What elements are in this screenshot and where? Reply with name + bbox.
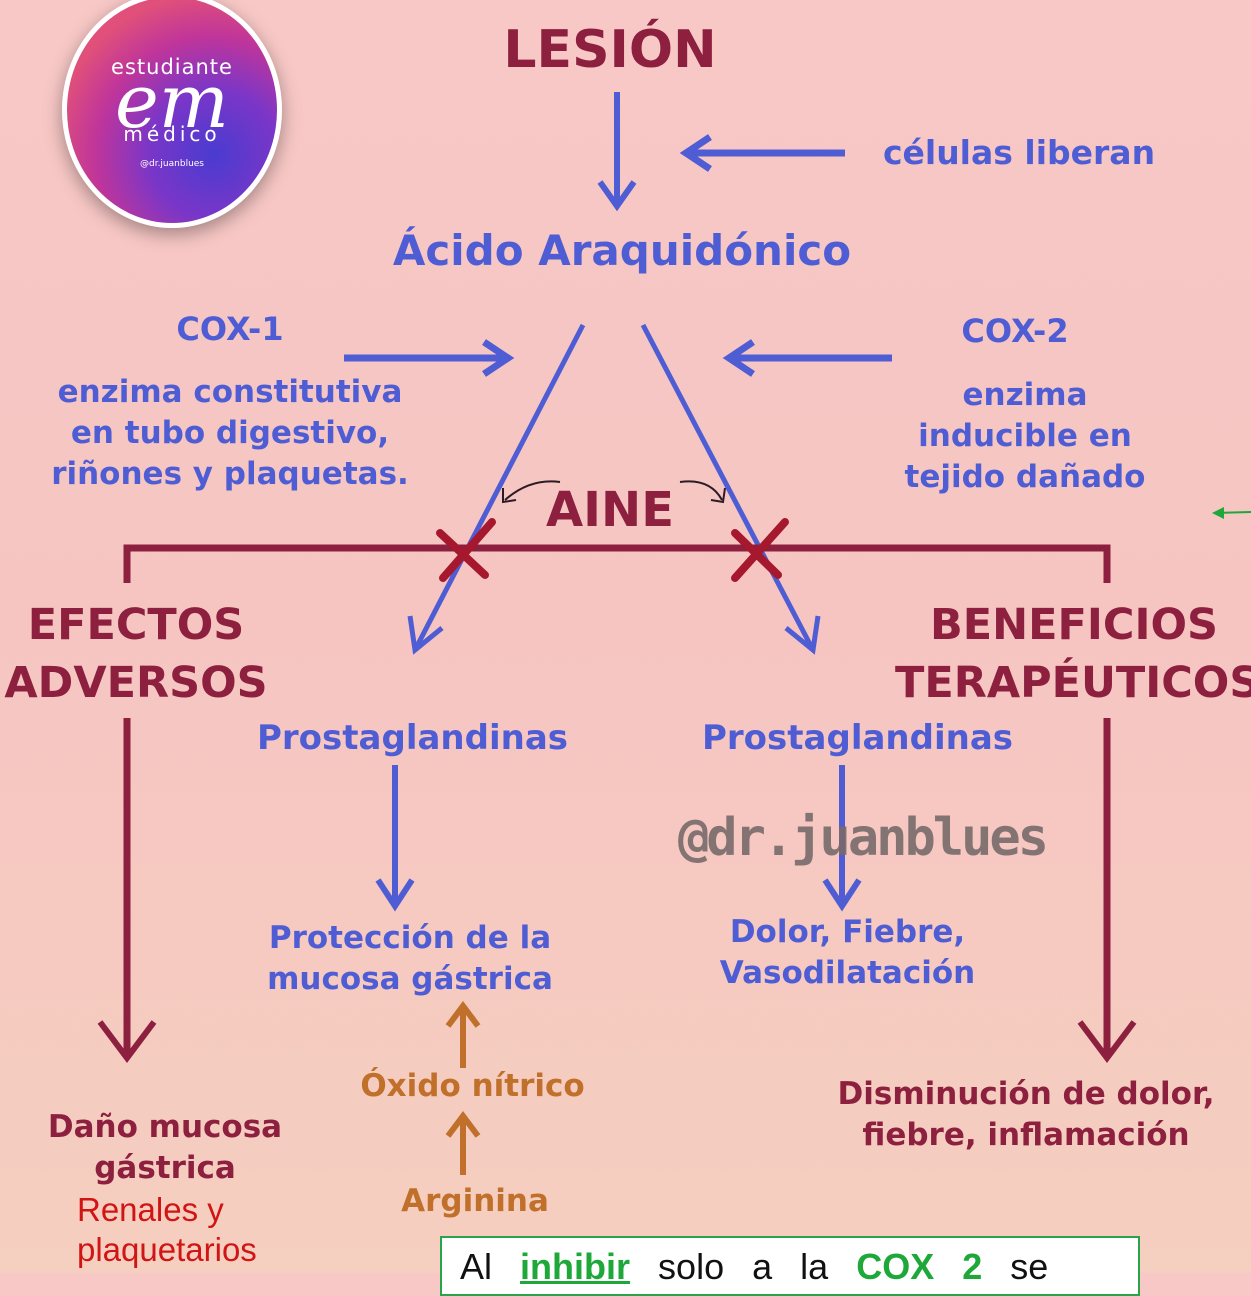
node-proteccion-mucosa: Protección de la mucosa gástrica <box>250 918 570 1000</box>
note-word: la <box>800 1246 829 1287</box>
note-word: a <box>752 1246 773 1287</box>
proteccion-line: Protección de la <box>268 920 552 956</box>
arrow-cox1 <box>344 339 515 377</box>
note-word: solo <box>658 1246 725 1287</box>
x-mark-left <box>436 518 496 582</box>
node-oxido-nitrico: Óxido nítrico <box>360 1068 585 1104</box>
arrow-cox2 <box>722 339 892 377</box>
node-prostaglandinas-left: Prostaglandinas <box>257 718 568 758</box>
efectos-line: EFECTOS <box>27 600 245 650</box>
renales-line: Renales y <box>77 1191 224 1228</box>
cox1-desc-line: enzima constitutiva <box>57 374 403 410</box>
efectos-line: ADVERSOS <box>4 658 268 708</box>
logo-monogram: em <box>115 59 229 145</box>
green-pointer-arrow <box>1212 507 1251 519</box>
arrow-beneficios-down <box>1077 718 1137 1063</box>
watermark-handle: @dr.juanblues <box>678 808 1049 868</box>
node-cox2: COX-2 <box>961 312 1069 350</box>
node-cox1-description: enzima constitutiva en tubo digestivo, r… <box>40 372 420 495</box>
logo-line1: estudiante <box>111 55 233 79</box>
cox2-desc-line: tejido dañado <box>904 459 1146 495</box>
dano-line: Daño mucosa <box>47 1109 283 1145</box>
node-dolor-fiebre: Dolor, Fiebre, Vasodilatación <box>700 912 995 994</box>
cox2-desc-line: inducible en <box>918 418 1132 454</box>
node-prostaglandinas-right: Prostaglandinas <box>702 718 1013 758</box>
dolor-line: Vasodilatación <box>719 955 976 991</box>
inhibition-bracket <box>123 544 1111 583</box>
logo-badge: estudiante em médico @dr.juanblues <box>62 0 282 228</box>
logo-handle: @dr.juanblues <box>139 159 204 169</box>
cox2-desc-line: enzima <box>962 377 1088 413</box>
node-acido-araquidonico: Ácido Araquidónico <box>392 226 852 275</box>
node-cox1: COX-1 <box>176 310 284 348</box>
note-word-highlight: inhibir <box>520 1246 631 1287</box>
node-aine: AINE <box>546 482 674 538</box>
arrow-diagonal-right <box>640 323 821 655</box>
renales-line: plaquetarios <box>77 1231 257 1268</box>
dolor-line: Dolor, Fiebre, <box>729 914 966 950</box>
arrow-efectos-down <box>97 718 157 1063</box>
arrow-lesion-to-acido <box>597 92 637 212</box>
arrow-prosta-left-down <box>375 765 415 912</box>
proteccion-line: mucosa gástrica <box>267 961 553 997</box>
aine-curve-right <box>679 480 726 504</box>
x-mark-right <box>731 518 789 582</box>
node-lesion: LESIÓN <box>503 20 717 80</box>
arrow-celulas-liberan <box>679 134 845 172</box>
beneficios-line: TERAPÉUTICOS <box>895 658 1251 708</box>
node-efectos-adversos: EFECTOS ADVERSOS <box>0 596 272 712</box>
node-disminucion: Disminución de dolor, fiebre, inflamació… <box>820 1074 1232 1156</box>
arrow-diagonal-left <box>407 323 586 655</box>
cox1-desc-line: riñones y plaquetas. <box>51 456 409 492</box>
cox1-desc-line: en tubo digestivo, <box>70 415 390 451</box>
note-box: Al inhibir solo a la COX 2 se <box>440 1236 1140 1296</box>
node-cox2-description: enzima inducible en tejido dañado <box>880 375 1170 498</box>
logo-line2: médico <box>123 122 221 146</box>
node-dano-mucosa: Daño mucosa gástrica <box>30 1107 300 1189</box>
node-celulas-liberan: células liberan <box>882 133 1156 172</box>
arrow-arginina-up <box>445 1111 481 1175</box>
beneficios-line: BENEFICIOS <box>930 600 1218 650</box>
arrow-prosta-right-down <box>822 765 862 912</box>
note-word-highlight: COX 2 <box>856 1246 983 1287</box>
node-renales-plaquetarios: Renales y plaquetarios <box>60 1190 300 1270</box>
disminucion-line: Disminución de dolor, <box>837 1076 1215 1112</box>
arrow-oxido-up <box>445 1001 481 1068</box>
node-beneficios-terapeuticos: BENEFICIOS TERAPÉUTICOS <box>895 596 1251 712</box>
disminucion-line: fiebre, inflamación <box>862 1117 1190 1153</box>
aine-curve-left <box>502 480 561 504</box>
node-arginina: Arginina <box>401 1183 549 1219</box>
dano-line: gástrica <box>94 1150 236 1186</box>
note-word: Al <box>460 1246 493 1287</box>
note-word: se <box>1010 1246 1049 1287</box>
